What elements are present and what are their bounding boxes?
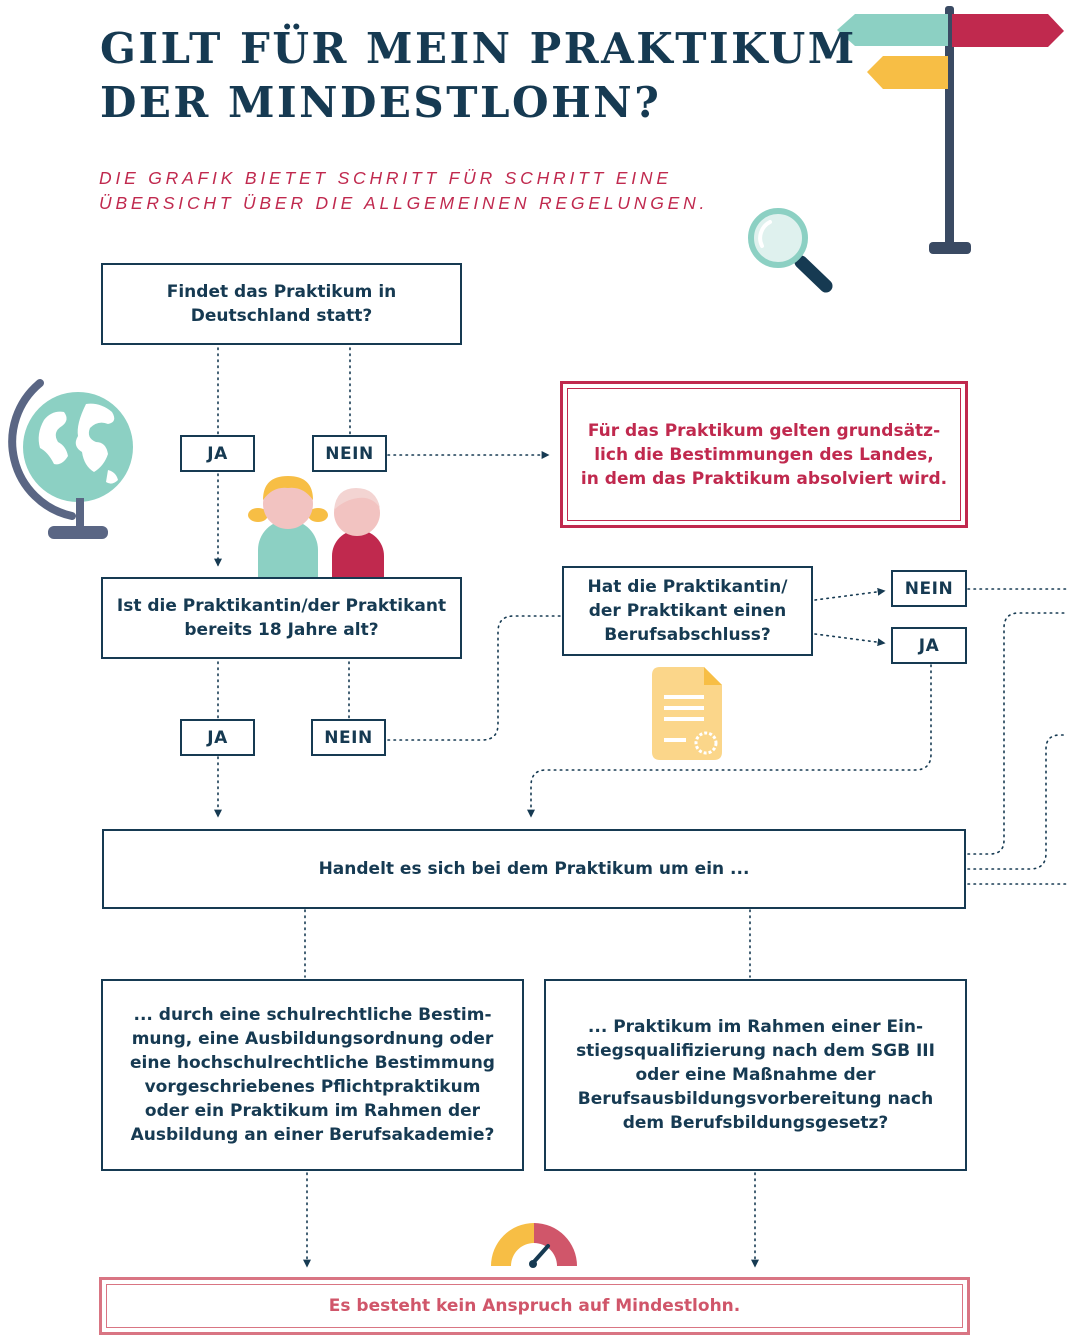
question-germany-box: Findet das Praktikum in Deutschland stat… — [101, 263, 462, 345]
answer-ja-degree: JA — [891, 627, 967, 664]
certificate-icon — [652, 667, 722, 760]
answer-ja-age: JA — [180, 719, 255, 756]
option-entry-text: ... Praktikum im Rahmen einer Ein- stieg… — [576, 1015, 935, 1135]
abroad-line: in dem das Praktikum absolviert wird. — [580, 468, 948, 489]
result-no-minimum-wage-text: Es besteht kein Anspruch auf Mindestlohn… — [106, 1284, 963, 1328]
option-mandatory-line: Ausbildung an einer Berufsakademie? — [130, 1125, 495, 1145]
option-mandatory-internship-box: ... durch eine schulrechtliche Bestim- m… — [101, 979, 524, 1171]
question-age-line: bereits 18 Jahre alt? — [184, 620, 379, 640]
signpost-icon — [837, 6, 1064, 254]
option-entry-line: oder eine Maßnahme der — [635, 1065, 876, 1085]
page-subtitle: DIE GRAFIK BIETET SCHRITT FÜR SCHRITT EI… — [99, 166, 708, 216]
connector-ja-q4-right — [527, 664, 932, 818]
question-age-line: Ist die Praktikantin/der Praktikant — [116, 596, 447, 616]
question-degree-line: Berufsabschluss? — [604, 625, 771, 645]
option-entry-qualification-box: ... Praktikum im Rahmen einer Ein- stieg… — [544, 979, 967, 1171]
result-no-minimum-wage-box: Es besteht kein Anspruch auf Mindestlohn… — [99, 1277, 970, 1335]
page-title: GILT FÜR MEIN PRAKTIKUM DER MINDESTLOHN? — [100, 22, 857, 130]
answer-nein-germany: NEIN — [312, 435, 387, 472]
abroad-line: Für das Praktikum gelten grundsätz- — [587, 420, 941, 441]
question-age-box: Ist die Praktikantin/der Praktikant bere… — [101, 577, 462, 659]
subtitle-line-1: DIE GRAFIK BIETET SCHRITT FÜR SCHRITT EI… — [99, 168, 672, 188]
question-degree-line: der Praktikant einen — [588, 601, 787, 621]
question-degree-line: Hat die Praktikantin/ — [587, 577, 788, 597]
magnifier-icon — [748, 208, 833, 293]
option-mandatory-line: ... durch eine schulrechtliche Bestim- — [133, 1005, 492, 1025]
answer-nein-degree: NEIN — [891, 570, 967, 607]
option-mandatory-line: oder ein Praktikum im Rahmen der — [144, 1101, 481, 1121]
connector-right-1 — [967, 612, 1067, 855]
children-icon — [248, 476, 384, 578]
subtitle-line-2: ÜBERSICHT ÜBER DIE ALLGEMEINEN REGELUNGE… — [99, 193, 709, 213]
option-mandatory-line: mung, eine Ausbildungsordnung oder — [131, 1029, 494, 1049]
question-germany-text: Findet das Praktikum in Deutschland stat… — [167, 280, 397, 328]
question-degree-box: Hat die Praktikantin/ der Praktikant ein… — [562, 566, 813, 656]
question-germany-line: Deutschland statt? — [190, 306, 373, 326]
title-line-2: DER MINDESTLOHN? — [100, 78, 662, 127]
abroad-result-text: Für das Praktikum gelten grundsätz- lich… — [567, 388, 961, 521]
connector-q3-nein — [814, 587, 886, 601]
gauge-icon — [491, 1223, 577, 1268]
answer-ja-germany: JA — [180, 435, 255, 472]
abroad-result-box: Für das Praktikum gelten grundsätz- lich… — [560, 381, 968, 528]
globe-icon — [8, 379, 133, 539]
option-mandatory-text: ... durch eine schulrechtliche Bestim- m… — [130, 1003, 495, 1147]
answer-nein-age: NEIN — [311, 719, 386, 756]
question-age-text: Ist die Praktikantin/der Praktikant bere… — [117, 594, 446, 642]
option-entry-line: Berufsausbildungsvorbereitung nach — [577, 1089, 934, 1109]
question-type-box: Handelt es sich bei dem Praktikum um ein… — [102, 829, 966, 909]
connector-q3-ja — [814, 633, 886, 647]
title-line-1: GILT FÜR MEIN PRAKTIKUM — [100, 24, 857, 73]
option-entry-line: stiegsqualifizierung nach dem SGB III — [576, 1041, 935, 1061]
abroad-line: lich die Bestimmungen des Landes, — [594, 444, 934, 465]
connector-right-2 — [967, 734, 1067, 870]
question-degree-text: Hat die Praktikantin/ der Praktikant ein… — [588, 575, 788, 647]
option-entry-line: dem Berufsbildungsgesetz? — [622, 1113, 889, 1133]
question-germany-line: Findet das Praktikum in — [166, 282, 397, 302]
option-mandatory-line: vorgeschriebenes Pflichtpraktikum — [144, 1077, 481, 1097]
option-entry-line: ... Praktikum im Rahmen einer Ein- — [587, 1017, 924, 1037]
option-mandatory-line: eine hochschulrechtliche Bestimmung — [130, 1053, 495, 1073]
